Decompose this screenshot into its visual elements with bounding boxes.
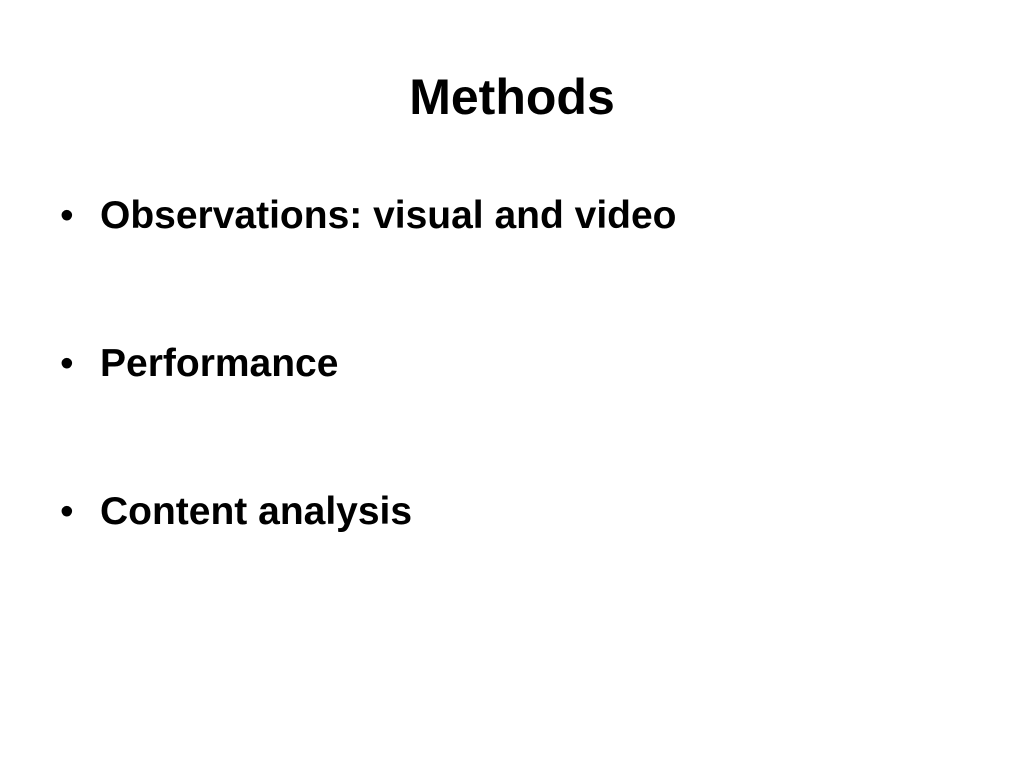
bullet-text: Observations: visual and video — [100, 194, 677, 237]
slide-title: Methods — [409, 69, 615, 125]
bullet-icon: • — [60, 194, 74, 237]
bullet-icon: • — [60, 342, 74, 385]
bullet-list: • Observations: visual and video • Perfo… — [60, 186, 960, 630]
bullet-icon: • — [60, 490, 74, 533]
bullet-item: • Performance — [60, 334, 960, 482]
bullet-text: Performance — [100, 342, 339, 385]
bullet-item: • Content analysis — [60, 482, 960, 630]
bullet-item: • Observations: visual and video — [60, 186, 960, 334]
bullet-text: Content analysis — [100, 490, 413, 533]
